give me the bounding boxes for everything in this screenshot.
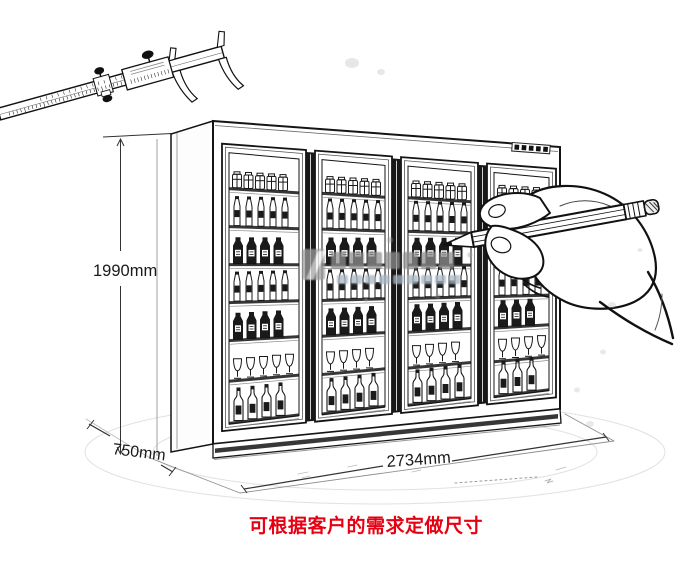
watermark-subtext-row	[337, 275, 460, 284]
control-button	[521, 145, 527, 151]
control-button	[543, 146, 549, 152]
depth-dimension-label: 750mm	[112, 441, 167, 464]
wrist-line	[598, 300, 674, 346]
cooler-doors	[221, 142, 557, 433]
cooler-door-3	[400, 156, 479, 414]
control-button	[528, 145, 534, 151]
dimension-annotations: 1990mm 750mm 2734mm	[86, 133, 610, 494]
width-dimension-label: 2734mm	[386, 449, 451, 471]
control-button	[535, 146, 541, 152]
fingernail	[488, 204, 506, 218]
watermark	[302, 237, 473, 302]
height-dimension-label: 1990mm	[93, 262, 157, 280]
control-button	[514, 144, 520, 150]
cooler-door-1	[221, 142, 307, 433]
caption-text: 可根据客户的需求定做尺寸	[249, 516, 484, 537]
index-finger	[478, 192, 551, 230]
thumbnail	[490, 236, 512, 254]
display-cooler	[170, 119, 562, 460]
pencil-eraser	[643, 198, 660, 216]
vernier-caliper-icon	[0, 30, 245, 121]
smudge-marks	[345, 58, 643, 427]
control-panel	[511, 141, 551, 155]
cooler-door-2	[314, 149, 393, 423]
wrist-line	[646, 270, 675, 340]
watermark-text-row	[331, 252, 454, 269]
hand-holding-pencil	[442, 184, 675, 346]
